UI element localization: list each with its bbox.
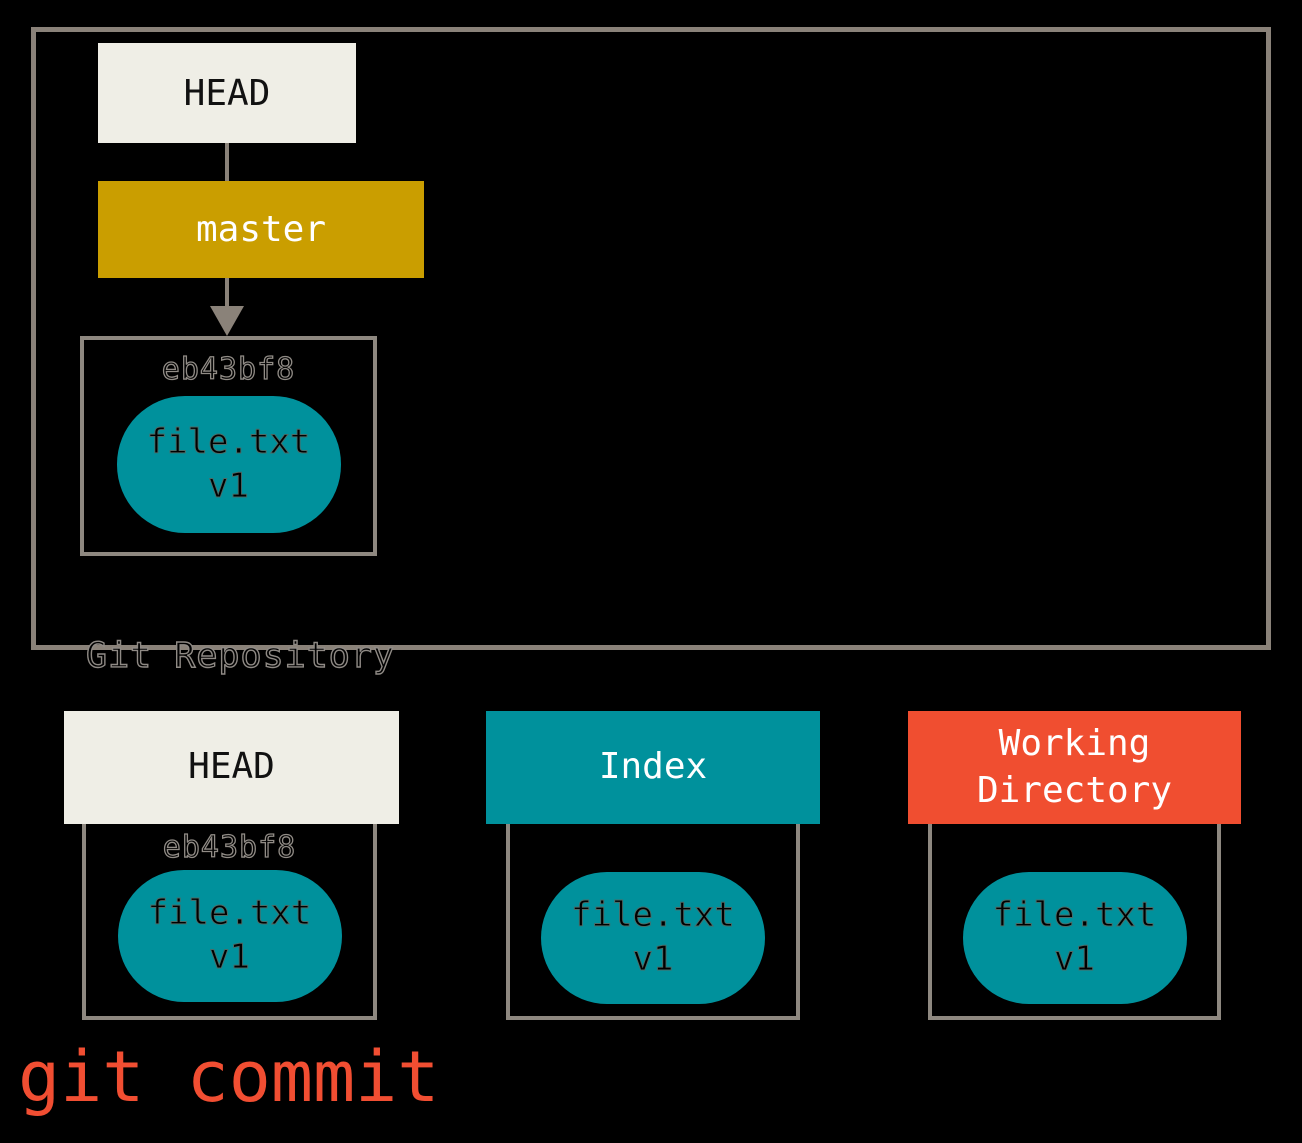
- file-blob: file.txt v1: [116, 396, 341, 533]
- git-repository-box: Git Repository: [31, 27, 1271, 677]
- head-ref-box: HEAD: [98, 43, 356, 143]
- column-index-title: Index: [598, 746, 708, 788]
- file-version: v1: [632, 939, 674, 980]
- commit-id-label: eb43bf8: [161, 351, 296, 387]
- commit-id-label: eb43bf8: [162, 829, 297, 865]
- file-name: file.txt: [147, 893, 312, 934]
- git-repository-label: Git Repository: [85, 635, 396, 676]
- connector-master-to-commit: [225, 278, 229, 310]
- master-branch-label: master: [195, 209, 327, 250]
- column-head-content-box: eb43bf8 file.txt v1: [82, 766, 377, 1020]
- git-commit-caption: git commit: [18, 1036, 440, 1118]
- column-working-directory-content-box: file.txt v1: [928, 766, 1221, 1020]
- file-blob: file.txt v1: [541, 872, 765, 1004]
- file-name: file.txt: [146, 421, 311, 463]
- file-version: v1: [1054, 939, 1096, 980]
- master-branch-box: master: [98, 181, 424, 278]
- column-working-directory-title: Working Directory: [976, 723, 1173, 811]
- file-version: v1: [209, 937, 251, 978]
- file-blob: file.txt v1: [962, 872, 1187, 1004]
- column-head-title: HEAD: [188, 746, 275, 788]
- column-header-index: Index: [486, 711, 820, 824]
- file-blob: file.txt v1: [117, 870, 342, 1002]
- connector-head-to-master: [225, 143, 229, 181]
- head-ref-label: HEAD: [183, 72, 271, 114]
- arrow-down-icon: [210, 306, 244, 336]
- file-name: file.txt: [992, 895, 1157, 936]
- column-header-head: HEAD: [64, 711, 399, 824]
- column-header-working-directory: Working Directory: [908, 711, 1241, 824]
- file-name: file.txt: [571, 895, 736, 936]
- commit-box: eb43bf8 file.txt v1: [80, 336, 377, 556]
- file-version: v1: [208, 465, 250, 506]
